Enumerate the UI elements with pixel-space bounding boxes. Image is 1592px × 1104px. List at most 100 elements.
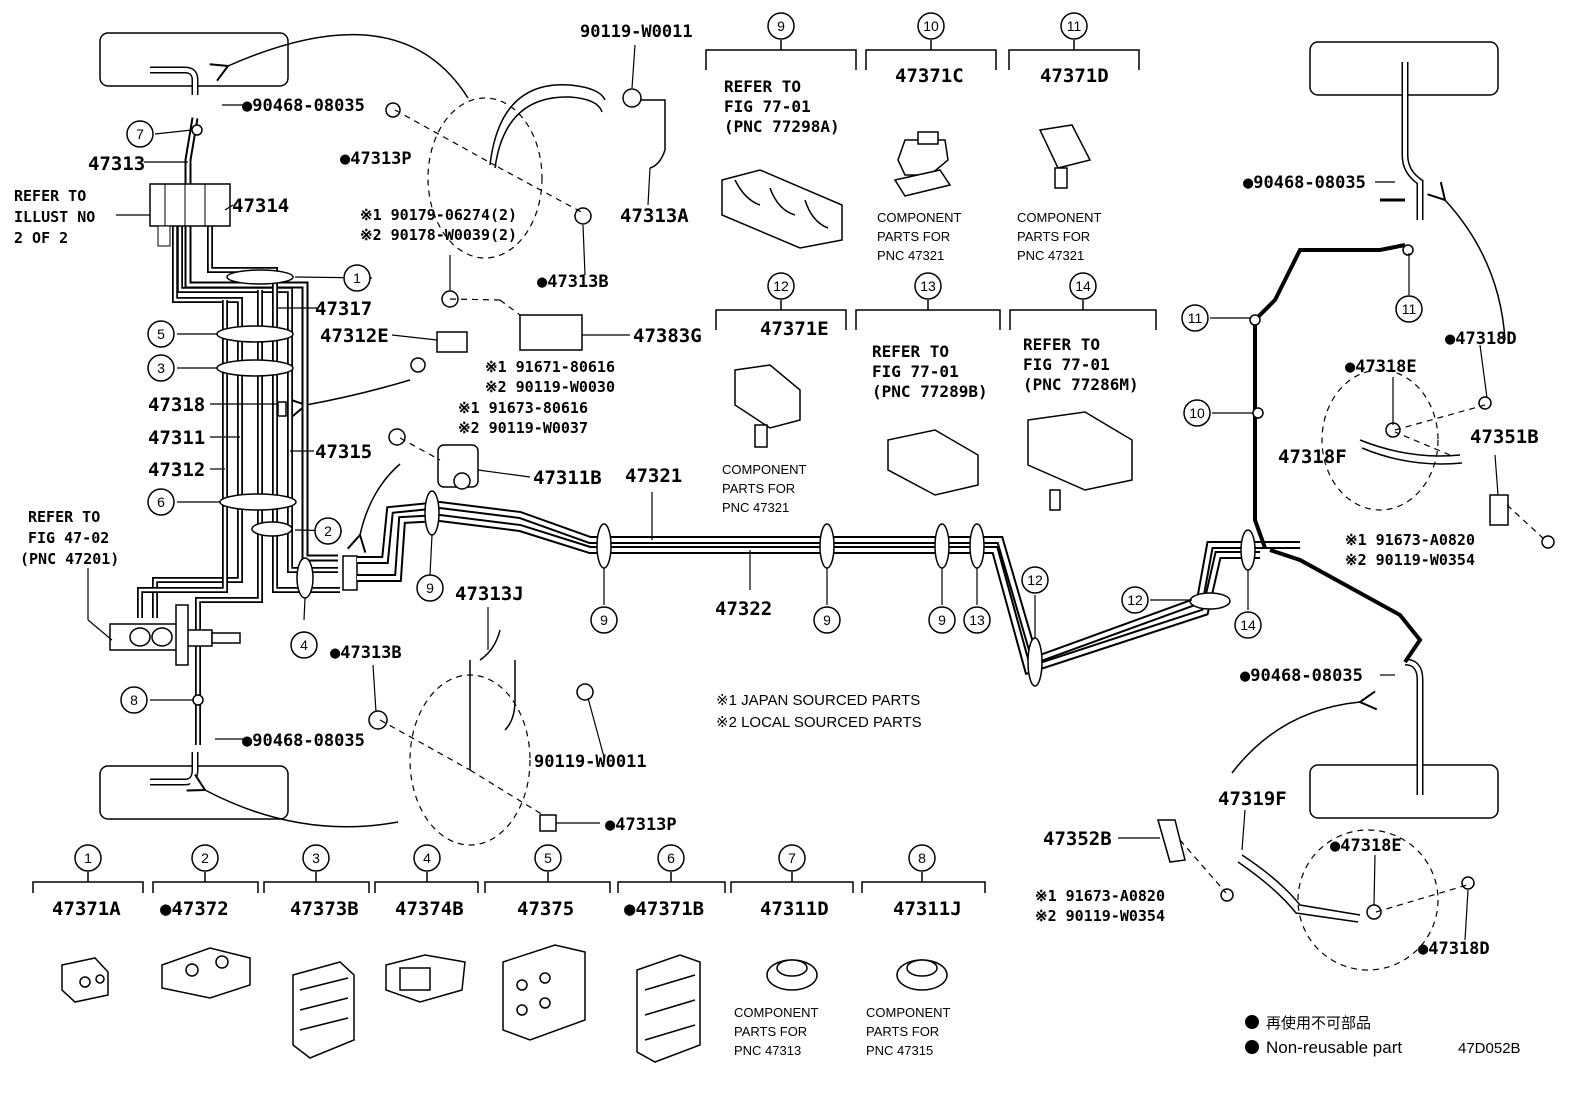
svg-text:47311J: 47311J — [893, 898, 962, 920]
svg-text:PNC 47321: PNC 47321 — [722, 500, 789, 515]
svg-text:FIG 77-01: FIG 77-01 — [1023, 355, 1110, 374]
main-tube-clamps — [424, 490, 1256, 687]
svg-text:8: 8 — [130, 692, 138, 708]
svg-text:9: 9 — [426, 580, 434, 596]
bottom-box-part-numbers: 47371A ●47372 47373B 47374B 47375 ●47371… — [52, 898, 962, 1058]
callout-10 — [1183, 399, 1211, 427]
svg-text:11: 11 — [1067, 18, 1082, 34]
union-fittings — [277, 401, 358, 591]
bolt-d-line1: ※1 91673-A0820 — [1345, 531, 1475, 549]
refer-illust-line2: ILLUST NO — [14, 208, 95, 226]
svg-text:PNC 47313: PNC 47313 — [734, 1043, 801, 1058]
bolt-e-line2: ※2 90119-W0354 — [1035, 907, 1165, 925]
callout-11a — [1181, 304, 1209, 332]
legend: 再使用不可部品 Non-reusable part 47D052B — [1245, 1015, 1521, 1057]
svg-text:FIG 77-01: FIG 77-01 — [872, 362, 959, 381]
svg-text:6: 6 — [667, 850, 675, 866]
callout-numbers: 7 1 5 3 6 2 4 8 9 9 9 9 13 12 12 14 11 1… — [130, 126, 1416, 708]
label-47313b-top: ●47313B — [537, 272, 609, 292]
bolt-e-line1: ※1 91673-A0820 — [1035, 887, 1165, 905]
svg-text:14: 14 — [1240, 617, 1256, 633]
callout-3 — [147, 354, 175, 382]
label-90119-w0011-top: 90119-W0011 — [580, 22, 693, 42]
svg-text:(PNC 77289B): (PNC 77289B) — [872, 382, 988, 401]
part-labels: 90119-W0011 ●90468-08035 ●47313P 47313A … — [14, 22, 1539, 959]
refer-fig-line1: REFER TO — [28, 508, 100, 526]
svg-text:5: 5 — [157, 326, 165, 342]
svg-text:14: 14 — [1075, 278, 1091, 294]
callout-circles — [120, 120, 1423, 714]
label-47313j: 47313J — [455, 583, 524, 605]
callout-7 — [126, 120, 154, 148]
master-cylinder — [109, 604, 241, 666]
label-47322: 47322 — [715, 598, 772, 620]
svg-text:47375: 47375 — [517, 898, 574, 920]
callout-1 — [343, 264, 371, 292]
svg-text:(PNC 77286M): (PNC 77286M) — [1023, 375, 1139, 394]
svg-text:REFER TO: REFER TO — [872, 342, 949, 361]
svg-text:13: 13 — [920, 278, 936, 294]
label-90468-bl: ●90468-08035 — [242, 731, 365, 751]
svg-text:11: 11 — [1188, 310, 1203, 326]
bolt-c-line2: ※2 90119-W0037 — [458, 419, 588, 437]
figure-code: 47D052B — [1458, 1040, 1521, 1057]
svg-text:47371E: 47371E — [760, 318, 829, 340]
svg-text:9: 9 — [823, 612, 831, 628]
svg-text:REFER TO: REFER TO — [724, 77, 801, 96]
bolt-b-line1: ※1 91671-80616 — [485, 358, 615, 376]
refer-illust-line1: REFER TO — [14, 187, 86, 205]
svg-text:47371C: 47371C — [895, 65, 964, 87]
callout-9b — [590, 606, 618, 634]
svg-text:1: 1 — [353, 270, 361, 286]
svg-text:47311D: 47311D — [760, 898, 829, 920]
label-47313b-bot: ●47313B — [330, 643, 402, 663]
label-47318e-top: ●47318E — [1345, 357, 1417, 377]
svg-text:FIG 77-01: FIG 77-01 — [724, 97, 811, 116]
label-47351b: 47351B — [1470, 426, 1539, 448]
label-47311: 47311 — [148, 427, 205, 449]
top-box-numbers: 9 10 11 12 13 14 — [773, 18, 1091, 294]
bolt-a-line2: ※2 90178-W0039(2) — [360, 226, 517, 244]
svg-text:COMPONENT: COMPONENT — [866, 1005, 951, 1020]
svg-text:10: 10 — [923, 18, 939, 34]
callout-4 — [290, 631, 318, 659]
svg-text:6: 6 — [157, 494, 165, 510]
valve-block-47314 — [149, 183, 231, 247]
rear-left-wheel — [99, 752, 289, 820]
label-47321: 47321 — [625, 465, 682, 487]
label-47317: 47317 — [315, 298, 372, 320]
svg-text:PARTS FOR: PARTS FOR — [866, 1024, 939, 1039]
label-90468-tl: ●90468-08035 — [242, 96, 365, 116]
svg-text:PNC 47315: PNC 47315 — [866, 1043, 933, 1058]
left-bundle-clamps — [216, 269, 314, 599]
legend-en: Non-reusable part — [1266, 1038, 1402, 1057]
label-47318f: 47318F — [1278, 446, 1347, 468]
callout-12a — [1021, 566, 1049, 594]
label-47313p-bot: ●47313P — [605, 815, 677, 835]
label-47311b: 47311B — [533, 467, 602, 489]
callout-6 — [147, 488, 175, 516]
bottom-box-numbers: 1 2 3 4 5 6 7 8 — [84, 850, 926, 866]
svg-text:3: 3 — [312, 850, 320, 866]
top-box-clamp-shapes — [721, 124, 1133, 511]
bottom-detail-boxes — [32, 844, 986, 893]
svg-text:7: 7 — [136, 126, 144, 142]
note-local: ※2 LOCAL SOURCED PARTS — [716, 714, 922, 731]
svg-text:●47371B: ●47371B — [624, 898, 704, 920]
right-tubes — [1253, 198, 1423, 664]
svg-text:COMPONENT: COMPONENT — [877, 210, 962, 225]
refer-illust-line3: 2 OF 2 — [14, 229, 68, 247]
callout-9a — [416, 574, 444, 602]
svg-text:COMPONENT: COMPONENT — [1017, 210, 1102, 225]
bottom-clamp-shapes — [61, 944, 948, 1063]
svg-text:4: 4 — [423, 850, 431, 866]
callout-2 — [314, 517, 342, 545]
dashed-guides — [379, 97, 1546, 971]
svg-text:(PNC 77298A): (PNC 77298A) — [724, 117, 840, 136]
leader-lines — [87, 44, 1499, 941]
label-47315: 47315 — [315, 441, 372, 463]
svg-text:COMPONENT: COMPONENT — [734, 1005, 819, 1020]
refer-fig-line2: FIG 47-02 — [28, 529, 109, 547]
svg-text:9: 9 — [600, 612, 608, 628]
bullet-icon — [1245, 1015, 1259, 1029]
